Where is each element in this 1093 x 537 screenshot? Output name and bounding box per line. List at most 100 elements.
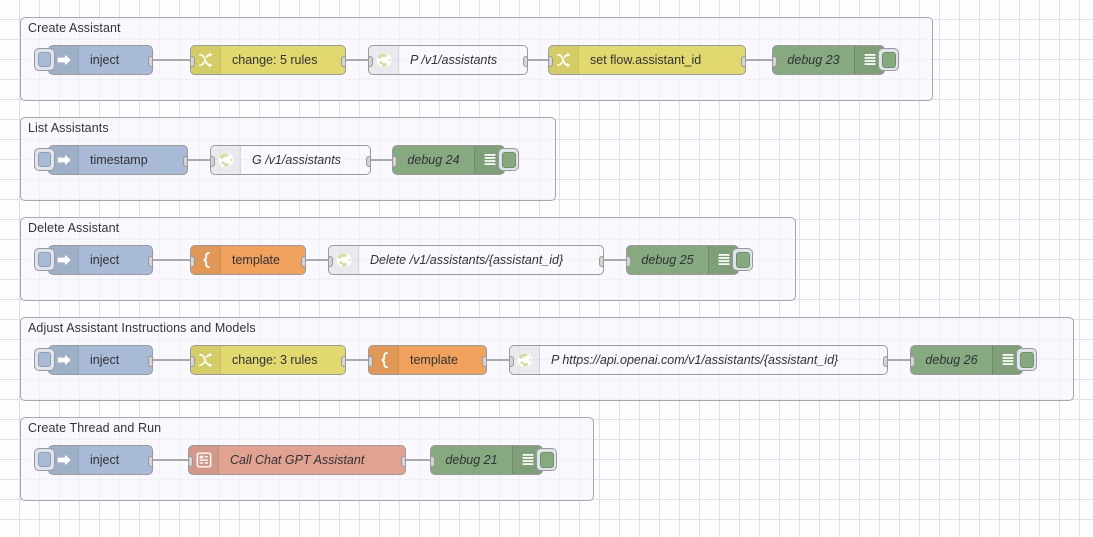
node-icon bbox=[369, 46, 399, 74]
wire[interactable] bbox=[188, 159, 210, 161]
node-label: debug 26 bbox=[925, 353, 978, 367]
input-port[interactable] bbox=[431, 456, 435, 467]
output-port[interactable] bbox=[341, 56, 345, 67]
node-label: inject bbox=[90, 53, 120, 67]
node-label: inject bbox=[90, 253, 120, 267]
input-port[interactable] bbox=[393, 156, 397, 167]
output-port[interactable] bbox=[148, 256, 152, 267]
wire[interactable] bbox=[153, 59, 190, 61]
group-label: Adjust Assistant Instructions and Models bbox=[28, 321, 256, 335]
node-label: template bbox=[410, 353, 458, 367]
node-http-request[interactable]: P /v1/assistants bbox=[368, 45, 528, 75]
debug-toggle-button[interactable] bbox=[498, 148, 519, 171]
output-port[interactable] bbox=[148, 456, 152, 467]
input-port[interactable] bbox=[911, 356, 915, 367]
wire[interactable] bbox=[406, 459, 430, 461]
node-icon bbox=[191, 346, 221, 374]
debug-toggle-button[interactable] bbox=[1016, 348, 1037, 371]
output-port[interactable] bbox=[148, 356, 152, 367]
inject-trigger-button[interactable] bbox=[34, 248, 55, 271]
output-port[interactable] bbox=[341, 356, 345, 367]
output-port[interactable] bbox=[599, 256, 603, 267]
node-label: P /v1/assistants bbox=[410, 53, 498, 67]
node-debug[interactable]: debug 23 bbox=[772, 45, 885, 75]
input-port[interactable] bbox=[211, 156, 215, 167]
node-inject[interactable]: inject bbox=[48, 345, 153, 375]
node-change[interactable]: change: 5 rules bbox=[190, 45, 346, 75]
output-port[interactable] bbox=[148, 56, 152, 67]
node-icon bbox=[329, 246, 359, 274]
node-debug[interactable]: debug 26 bbox=[910, 345, 1023, 375]
node-inject[interactable]: timestamp bbox=[48, 145, 188, 175]
debug-toggle-button[interactable] bbox=[536, 448, 557, 471]
node-debug[interactable]: debug 25 bbox=[626, 245, 739, 275]
wire[interactable] bbox=[346, 359, 368, 361]
node-icon bbox=[191, 46, 221, 74]
wire[interactable] bbox=[746, 59, 772, 61]
wire[interactable] bbox=[604, 259, 626, 261]
change-swap-icon bbox=[197, 51, 215, 69]
input-port[interactable] bbox=[329, 256, 333, 267]
node-icon bbox=[189, 446, 219, 474]
wire[interactable] bbox=[153, 259, 190, 261]
inject-trigger-button[interactable] bbox=[34, 448, 55, 471]
wire[interactable] bbox=[888, 359, 910, 361]
input-port[interactable] bbox=[191, 56, 195, 67]
wire[interactable] bbox=[153, 359, 190, 361]
debug-toggle-button[interactable] bbox=[878, 48, 899, 71]
wire[interactable] bbox=[371, 159, 392, 161]
node-chatgpt[interactable]: Call Chat GPT Assistant bbox=[188, 445, 406, 475]
debug-lines-icon bbox=[519, 451, 537, 469]
output-port[interactable] bbox=[366, 156, 370, 167]
group-label: List Assistants bbox=[28, 121, 109, 135]
input-port[interactable] bbox=[627, 256, 631, 267]
wire[interactable] bbox=[153, 459, 188, 461]
node-label: debug 21 bbox=[445, 453, 498, 467]
wire[interactable] bbox=[346, 59, 368, 61]
node-change[interactable]: change: 3 rules bbox=[190, 345, 346, 375]
output-port[interactable] bbox=[183, 156, 187, 167]
output-port[interactable] bbox=[883, 356, 887, 367]
node-template[interactable]: template bbox=[368, 345, 487, 375]
inject-button-indicator bbox=[38, 452, 51, 467]
inject-arrow-icon bbox=[55, 251, 73, 269]
inject-trigger-button[interactable] bbox=[34, 148, 55, 171]
inject-button-indicator bbox=[38, 352, 51, 367]
input-port[interactable] bbox=[510, 356, 514, 367]
input-port[interactable] bbox=[773, 56, 777, 67]
inject-button-indicator bbox=[38, 152, 51, 167]
node-label: set flow.assistant_id bbox=[590, 53, 702, 67]
input-port[interactable] bbox=[369, 356, 373, 367]
input-port[interactable] bbox=[191, 356, 195, 367]
input-port[interactable] bbox=[369, 56, 373, 67]
node-label: debug 23 bbox=[787, 53, 840, 67]
node-inject[interactable]: inject bbox=[48, 45, 153, 75]
node-debug[interactable]: debug 21 bbox=[430, 445, 543, 475]
output-port[interactable] bbox=[301, 256, 305, 267]
node-template[interactable]: template bbox=[190, 245, 306, 275]
node-http-request[interactable]: Delete /v1/assistants/{assistant_id} bbox=[328, 245, 604, 275]
wire[interactable] bbox=[487, 359, 509, 361]
node-debug[interactable]: debug 24 bbox=[392, 145, 505, 175]
node-inject[interactable]: inject bbox=[48, 445, 153, 475]
wire[interactable] bbox=[528, 59, 548, 61]
change-swap-icon bbox=[555, 51, 573, 69]
output-port[interactable] bbox=[482, 356, 486, 367]
node-icon bbox=[191, 246, 221, 274]
node-change-set[interactable]: set flow.assistant_id bbox=[548, 45, 746, 75]
node-http-request[interactable]: G /v1/assistants bbox=[210, 145, 371, 175]
output-port[interactable] bbox=[741, 56, 745, 67]
debug-toggle-button[interactable] bbox=[732, 248, 753, 271]
node-inject[interactable]: inject bbox=[48, 245, 153, 275]
input-port[interactable] bbox=[549, 56, 553, 67]
output-port[interactable] bbox=[523, 56, 527, 67]
inject-trigger-button[interactable] bbox=[34, 48, 55, 71]
input-port[interactable] bbox=[189, 456, 193, 467]
output-port[interactable] bbox=[401, 456, 405, 467]
inject-trigger-button[interactable] bbox=[34, 348, 55, 371]
node-http-request[interactable]: P https://api.openai.com/v1/assistants/{… bbox=[509, 345, 888, 375]
input-port[interactable] bbox=[191, 256, 195, 267]
wire[interactable] bbox=[306, 259, 328, 261]
node-icon bbox=[211, 146, 241, 174]
